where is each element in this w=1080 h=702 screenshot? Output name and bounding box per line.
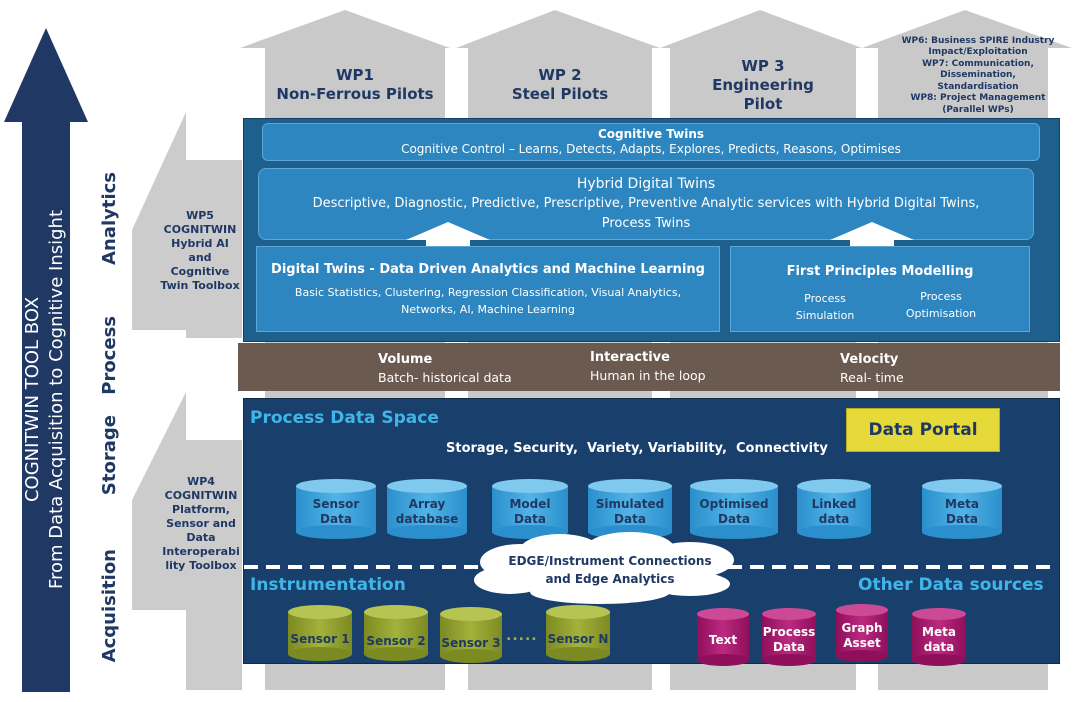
process-simulation: Process Simulation <box>795 292 855 322</box>
data-space-title: Process Data Space <box>250 408 439 428</box>
cylinder-graph-asset <box>836 604 888 662</box>
cylinder-sensor-3 <box>440 607 502 663</box>
digital-twins-line2: Networks, AI, Machine Learning <box>401 303 575 316</box>
velocity-text: Real- time <box>840 370 904 385</box>
data-space-properties: Storage, Security, Variety, Variability,… <box>446 441 828 456</box>
process-band: Volume Batch- historical data Interactiv… <box>238 343 1060 391</box>
cylinder-sensor-1 <box>288 605 352 661</box>
cylinder-meta-source <box>912 608 966 666</box>
wp3-label: WP 3 Engineering Pilot <box>712 56 814 113</box>
wp678-label: WP6: Business SPIRE Industry Impact/Expl… <box>901 35 1055 115</box>
first-principles-title: First Principles Modelling <box>786 264 974 279</box>
cognitive-twins-title: Cognitive Twins <box>597 127 705 141</box>
hybrid-twins-line1: Descriptive, Diagnostic, Predictive, Pre… <box>312 196 980 211</box>
data-portal-label: Data Portal <box>868 420 978 440</box>
sensor-label-3: Sensor N <box>547 631 609 646</box>
sensor-label-1: Sensor 2 <box>366 633 426 648</box>
sensor-label-2: Sensor 3 <box>441 635 501 650</box>
volume-text: Batch- historical data <box>378 370 512 385</box>
process-optimisation: Process Optimisation <box>905 290 977 320</box>
velocity-title: Velocity <box>840 352 899 367</box>
interactive-text: Human in the loop <box>590 368 706 383</box>
edge-cloud <box>474 532 734 604</box>
volume-block: Volume Batch- historical data <box>378 351 578 387</box>
digital-twins-line1: Basic Statistics, Clustering, Regression… <box>294 286 682 299</box>
cylinder-array-database <box>387 479 467 539</box>
hybrid-twins-box: Hybrid Digital Twins Descriptive, Diagno… <box>258 168 1034 240</box>
cylinder-sensor-n <box>546 605 610 661</box>
first-principles-box: First Principles Modelling Process Simul… <box>730 246 1030 332</box>
sensor-label-0: Sensor 1 <box>290 631 350 646</box>
cognitive-twins-description: Cognitive Control – Learns, Detects, Ada… <box>401 142 901 156</box>
toolbox-arrow <box>4 28 88 692</box>
cylinder-text <box>697 608 749 666</box>
cylinder-linked-data <box>797 479 871 539</box>
other-sources-title: Other Data sources <box>858 575 1044 595</box>
data-portal-button[interactable]: Data Portal <box>846 408 1000 452</box>
interactive-block: Interactive Human in the loop <box>590 349 790 385</box>
interactive-title: Interactive <box>590 350 670 365</box>
hybrid-twins-title: Hybrid Digital Twins <box>576 176 716 192</box>
cylinder-process-data <box>762 608 816 666</box>
sensor-dots: ..... <box>506 628 538 644</box>
volume-title: Volume <box>378 352 433 367</box>
digital-twins-box: Digital Twins - Data Driven Analytics an… <box>256 246 720 332</box>
cylinder-sensor-2 <box>364 605 428 661</box>
edge-label: EDGE/Instrument Connections and Edge Ana… <box>508 554 712 586</box>
cylinder-sensor-data <box>296 479 376 539</box>
cognitive-twins-box: Cognitive Twins Cognitive Control – Lear… <box>262 123 1040 161</box>
digital-twins-title: Digital Twins - Data Driven Analytics an… <box>271 262 705 277</box>
instrumentation-title: Instrumentation <box>250 575 406 595</box>
wp1-label: WP1 Non-Ferrous Pilots <box>276 66 434 103</box>
wp2-label: WP 2 Steel Pilots <box>511 66 609 103</box>
hybrid-twins-line2: Process Twins <box>601 216 691 231</box>
wp5-label: WP5 COGNITWIN Hybrid AI and Cognitive Tw… <box>160 209 240 292</box>
wp4-label: WP4 COGNITWIN Platform, Sensor and Data … <box>162 475 240 572</box>
velocity-block: Velocity Real- time <box>840 351 1000 387</box>
cylinder-optimised-data <box>690 479 778 539</box>
cylinder-meta-data <box>922 479 1002 539</box>
source-label-0: Text <box>708 632 738 647</box>
